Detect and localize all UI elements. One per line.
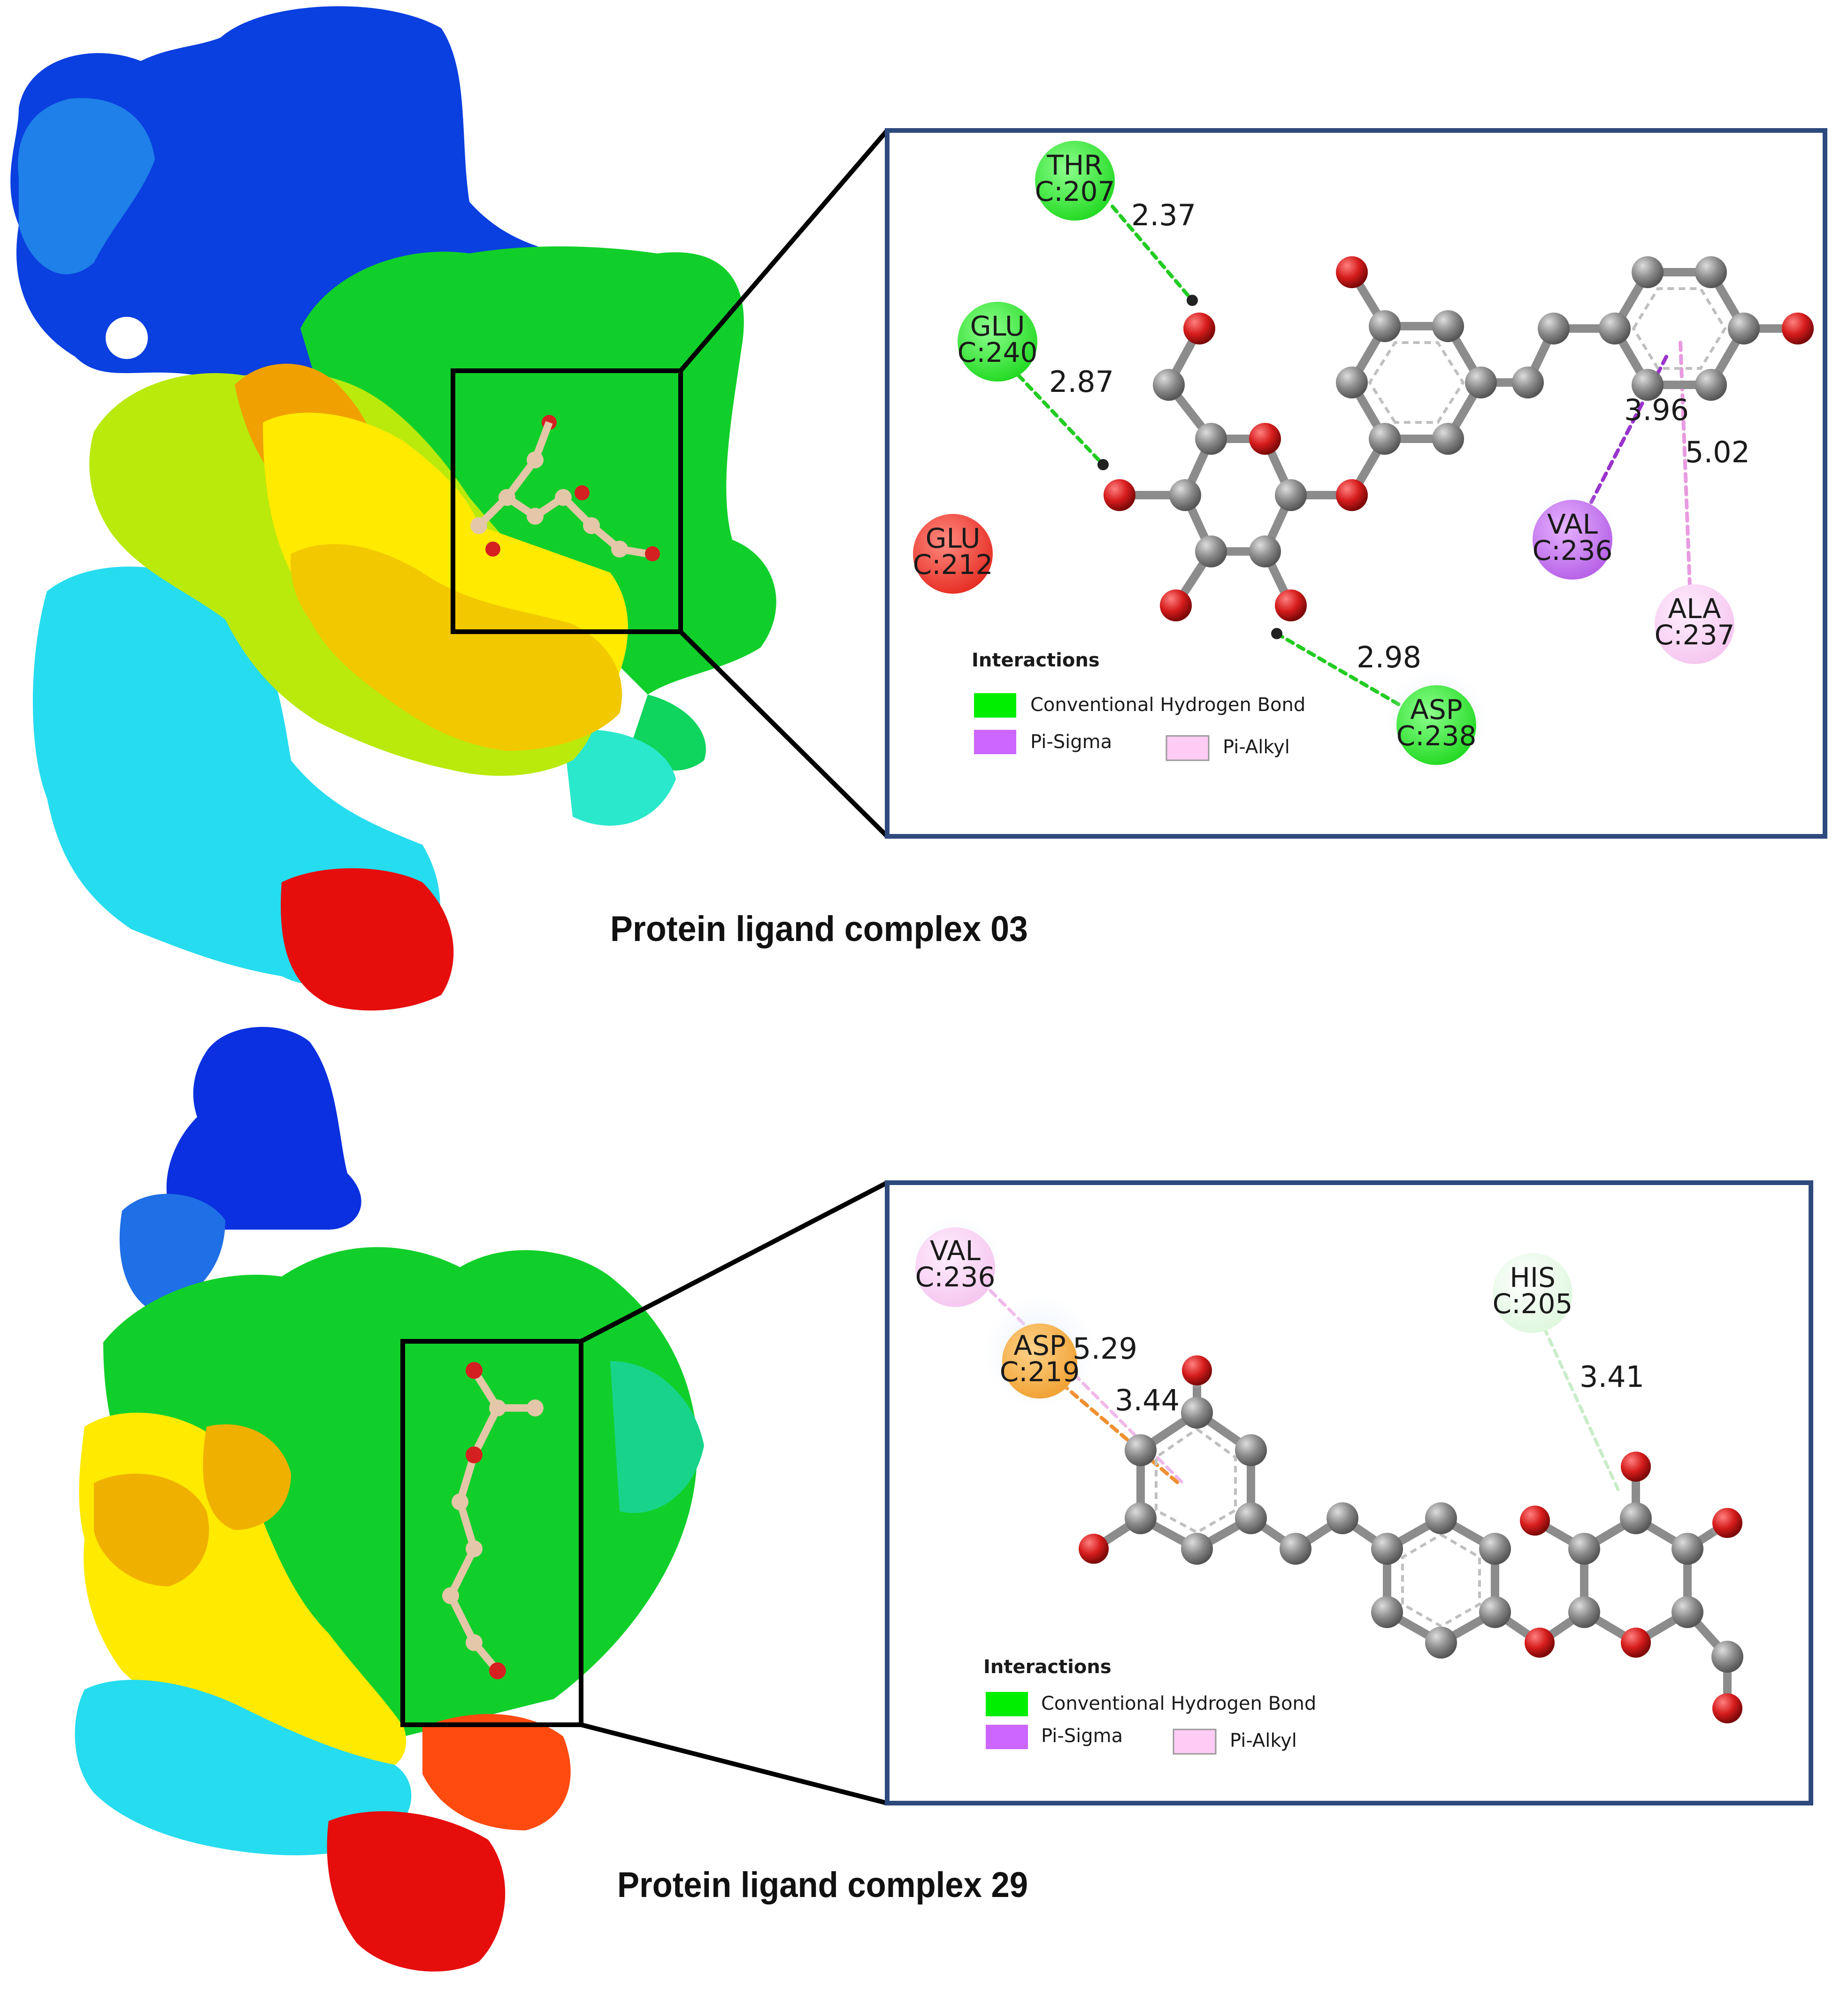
hbond-line-glu240 xyxy=(1017,374,1105,467)
residue-his205: HIS C:205 xyxy=(1493,1253,1573,1333)
residue-id: C:207 xyxy=(1035,176,1115,207)
distance-label: 3.44 xyxy=(1115,1383,1180,1417)
distance-label: 2.87 xyxy=(1049,365,1114,399)
residue-name: GLU xyxy=(926,522,981,554)
residue-ala237: ALA C:237 xyxy=(1655,584,1735,664)
legend-label: Pi-Alkyl xyxy=(1230,1730,1297,1752)
residue-name: THR xyxy=(1046,149,1103,181)
residue-val236-29: VAL C:236 xyxy=(908,1216,1002,1309)
distance-label: 2.98 xyxy=(1357,640,1421,674)
protein-surface-29 xyxy=(75,1026,704,1972)
protein-surface-03 xyxy=(10,6,776,1011)
residue-id: C:238 xyxy=(1396,720,1477,752)
distance-label: 3.96 xyxy=(1624,393,1689,427)
zoom-box-29 xyxy=(400,1339,583,1727)
residue-name: GLU xyxy=(970,310,1025,342)
ligand-atoms-29 xyxy=(1079,1352,1746,1723)
legend-label: Pi-Sigma xyxy=(1041,1725,1123,1747)
residue-name: HIS xyxy=(1510,1262,1556,1293)
residue-name: VAL xyxy=(930,1235,981,1267)
residue-id: C:236 xyxy=(915,1261,996,1293)
legend-label: Pi-Alkyl xyxy=(1223,736,1290,758)
ligand-ball-stick-29 xyxy=(442,1362,544,1679)
aromatic-lines-29 xyxy=(1155,1427,1481,1628)
residue-thr207: THR C:207 xyxy=(1035,141,1115,221)
ligand-atoms-03 xyxy=(1097,256,1814,639)
residue-asp219: ASP C:219 xyxy=(983,1295,1096,1408)
aromatic-lines-03 xyxy=(1368,287,1727,424)
residue-id: C:236 xyxy=(1533,535,1613,566)
zoom-connector-top-29 xyxy=(580,1180,889,1344)
residue-glu212: GLU C:212 xyxy=(913,514,993,594)
distance-label: 3.41 xyxy=(1580,1360,1644,1394)
interaction-diagram-03: THR C:207 GLU C:240 GLU C:212 ASP C:238 … xyxy=(885,128,1827,839)
residue-name: VAL xyxy=(1547,508,1598,540)
legend-label: Conventional Hydrogen Bond xyxy=(1030,694,1305,716)
zoom-connector-bottom-03 xyxy=(679,630,889,838)
diagram-frame-29 xyxy=(885,1180,1813,1805)
residue-id: C:240 xyxy=(958,337,1038,368)
caption-complex-03: Protein ligand complex 03 xyxy=(610,909,1028,949)
residue-id: C:237 xyxy=(1655,619,1735,651)
hbond-line-thr207 xyxy=(1111,205,1194,302)
distance-label: 5.29 xyxy=(1073,1331,1137,1366)
legend-swatch-pi-sigma xyxy=(986,1725,1028,1749)
legend-label: Pi-Sigma xyxy=(1030,731,1112,753)
legend-29: Interactions Conventional Hydrogen Bond … xyxy=(983,1656,1316,1755)
legend-swatch-hbond xyxy=(974,693,1016,718)
distance-label: 5.02 xyxy=(1685,435,1750,469)
interaction-diagram-29: VAL C:236 ASP C:219 HIS C:205 5.29 3.44 … xyxy=(885,1180,1813,1805)
distance-label: 2.37 xyxy=(1131,198,1196,232)
zoom-box-03 xyxy=(451,368,683,634)
residue-asp238: ASP C:238 xyxy=(1385,669,1488,772)
residue-name: ASP xyxy=(1410,694,1462,726)
legend-swatch-pi-sigma xyxy=(974,730,1016,754)
legend-label: Conventional Hydrogen Bond xyxy=(1041,1693,1316,1714)
legend-title: Interactions xyxy=(972,650,1100,671)
residue-id: C:205 xyxy=(1493,1288,1573,1320)
ligand-ball-stick-03 xyxy=(470,415,660,561)
legend-swatch-pi-alkyl xyxy=(1173,1729,1217,1755)
residue-name: ALA xyxy=(1668,593,1721,625)
carbon-hbond-line-his205 xyxy=(1542,1326,1621,1494)
zoom-connector-bottom-29 xyxy=(580,1722,888,1805)
residue-name: ASP xyxy=(1013,1330,1066,1361)
legend-swatch-hbond xyxy=(986,1692,1028,1716)
legend-title: Interactions xyxy=(983,1656,1112,1678)
legend-swatch-pi-alkyl xyxy=(1166,735,1210,761)
legend-03: Interactions Conventional Hydrogen Bond … xyxy=(972,650,1305,761)
residue-val236: VAL C:236 xyxy=(1526,488,1619,582)
residue-glu240: GLU C:240 xyxy=(958,302,1038,382)
zoom-connector-top-03 xyxy=(679,129,889,373)
residue-id: C:212 xyxy=(913,549,993,581)
caption-complex-29: Protein ligand complex 29 xyxy=(617,1865,1028,1905)
residue-id: C:219 xyxy=(1000,1356,1080,1388)
